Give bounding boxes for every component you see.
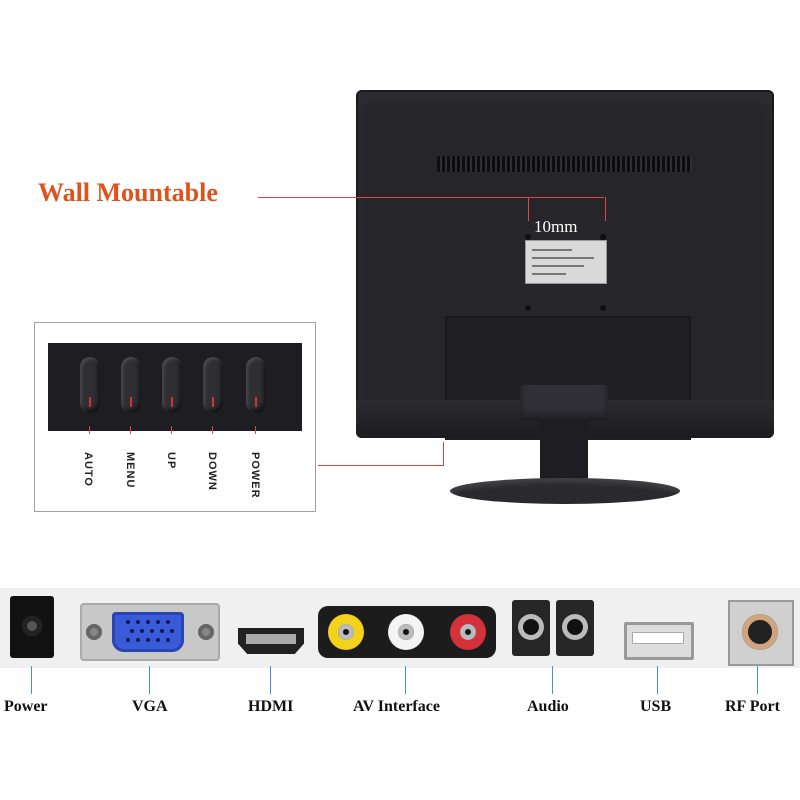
button-pointer-tick [89, 426, 90, 434]
down-button-label: DOWN [206, 452, 218, 491]
menu-button [121, 357, 141, 413]
vga-pin [140, 629, 144, 633]
power-port-icon [10, 596, 54, 658]
port-pointer-line [31, 666, 32, 694]
up-button-label: UP [165, 452, 177, 470]
wall-mount-pointer-line [258, 197, 604, 198]
ventilation-grille [437, 156, 692, 172]
usb-port-tongue [632, 632, 684, 644]
button-pointer-tick [255, 426, 256, 434]
vga-pin [166, 638, 170, 642]
audio-jack-icon [512, 600, 550, 656]
power-port-label: Power [4, 698, 48, 715]
down-button [203, 357, 223, 413]
vga-pin [160, 629, 164, 633]
hdmi-port-contacts [246, 634, 296, 644]
auto-button [80, 357, 100, 413]
stand-base [450, 478, 680, 504]
vesa-hole [525, 305, 531, 311]
vga-pin [146, 620, 150, 624]
button-pointer-tick [171, 426, 172, 434]
vga-pin [166, 620, 170, 624]
power-button [246, 357, 266, 413]
vesa-hole [600, 234, 606, 240]
auto-button-label: AUTO [82, 452, 94, 487]
vga-pin [156, 620, 160, 624]
av-interface-label: AV Interface [353, 698, 440, 715]
button-pointer-tick [130, 426, 131, 434]
menu-button-label: MENU [124, 452, 136, 489]
vesa-spacing-bracket [528, 197, 606, 221]
port-pointer-line [757, 666, 758, 694]
port-pointer-line [405, 666, 406, 694]
vga-pin [150, 629, 154, 633]
wall-mountable-label: Wall Mountable [38, 178, 218, 207]
vga-pin [130, 629, 134, 633]
rf-port-icon [742, 614, 778, 650]
rating-sticker [525, 240, 607, 284]
vga-screw-icon [198, 624, 214, 640]
av-white-jack-icon [388, 614, 424, 650]
vga-pin [146, 638, 150, 642]
button-pointer-tick [212, 426, 213, 434]
vga-pin [170, 629, 174, 633]
vesa-hole [600, 305, 606, 311]
vesa-hole [525, 234, 531, 240]
vesa-spacing-label: 10mm [534, 217, 578, 236]
port-pointer-line [657, 666, 658, 694]
callout-connector-line [443, 442, 444, 466]
vga-pin [136, 638, 140, 642]
up-button [162, 357, 182, 413]
stand-hinge [520, 385, 608, 421]
hdmi-port-label: HDMI [248, 698, 294, 715]
vga-port-label: VGA [132, 698, 168, 715]
usb-port-label: USB [640, 698, 672, 715]
av-yellow-jack-icon [328, 614, 364, 650]
vga-pin [136, 620, 140, 624]
audio-port-label: Audio [527, 698, 569, 715]
av-red-jack-icon [450, 614, 486, 650]
port-pointer-line [149, 666, 150, 694]
vga-pin [126, 638, 130, 642]
callout-connector-line [318, 465, 444, 466]
vga-screw-icon [86, 624, 102, 640]
port-pointer-line [552, 666, 553, 694]
port-pointer-line [270, 666, 271, 694]
vga-pin [156, 638, 160, 642]
vga-pin [126, 620, 130, 624]
power-button-label: POWER [249, 452, 261, 499]
audio-jack-icon [556, 600, 594, 656]
rf-port-label: RF Port [725, 698, 780, 715]
